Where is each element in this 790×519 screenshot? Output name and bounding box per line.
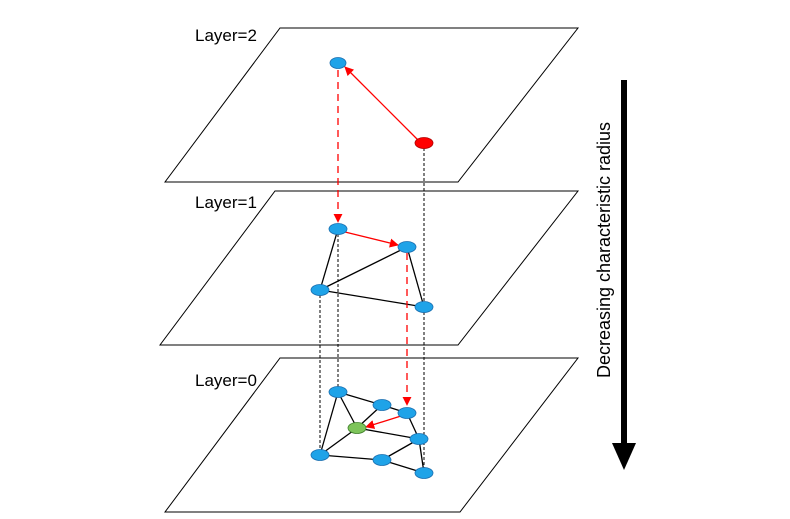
node (397, 407, 417, 419)
target-node (347, 422, 367, 434)
layer-0-label: Layer=0 (195, 371, 257, 390)
layer-2-plane (164, 27, 580, 183)
node (409, 433, 429, 445)
layer-1-edges (319, 228, 425, 308)
axis-label: Decreasing characteristic radius (594, 122, 614, 378)
node (328, 223, 348, 235)
layer-1-nodes (310, 223, 434, 313)
node (310, 284, 330, 296)
node (372, 454, 392, 466)
layer-2-nodes (329, 57, 434, 149)
direction-arrow (612, 80, 636, 470)
search-path (333, 66, 419, 429)
node (372, 399, 392, 411)
node (414, 467, 434, 479)
node (414, 301, 434, 313)
entry-node (414, 137, 434, 149)
node (397, 241, 417, 253)
layer-0-plane (164, 357, 580, 513)
arrow-shaft (621, 80, 627, 445)
layer-0-edges (319, 391, 425, 474)
layer-0-nodes (310, 386, 434, 479)
layer-1-plane (159, 190, 580, 346)
projection-lines (319, 143, 425, 473)
node (329, 57, 347, 69)
layer-1-label: Layer=1 (195, 193, 257, 212)
arrow-down-icon (612, 443, 636, 470)
layer-2-label: Layer=2 (195, 26, 257, 45)
node (328, 386, 348, 398)
node (310, 449, 330, 461)
